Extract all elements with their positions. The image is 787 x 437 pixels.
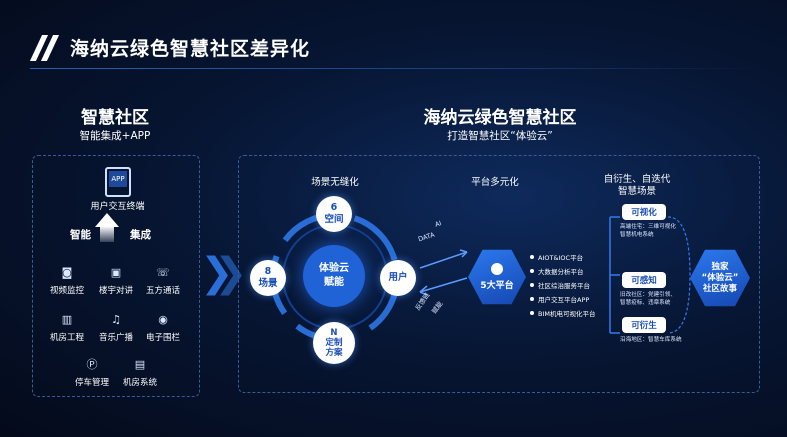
right-panel xyxy=(238,155,760,393)
left-subheading: 智能集成+APP xyxy=(79,130,151,142)
grid-item-server: ▤机房系统 xyxy=(122,358,157,388)
tablet-label: APP xyxy=(109,171,127,187)
title-divider xyxy=(30,68,760,69)
fence-icon: ◉ xyxy=(158,313,168,326)
grid-item-intercom: ▣楼宇对讲 xyxy=(98,266,133,296)
bracket-lines xyxy=(609,216,691,334)
list-item: 用户交互平台APP xyxy=(530,294,610,304)
section-evolving: 自衍生、自迭代 智慧场景 xyxy=(603,174,671,197)
list-item: 社区综治服务平台 xyxy=(530,280,610,290)
left-heading: 智慧社区 xyxy=(81,108,149,128)
page-title: 海纳云绿色智慧社区差异化 xyxy=(70,38,311,60)
center-circle: 体验云 赋能 xyxy=(303,245,365,307)
section-seamless: 场景无缝化 xyxy=(311,177,359,188)
node-user: 用户 xyxy=(380,260,416,296)
right-subheading: 打造智慧社区“体验云” xyxy=(447,130,553,142)
grid-item-speaker: ♫音乐广播 xyxy=(98,313,133,343)
list-item: BIM机电可视化平台 xyxy=(530,308,610,318)
right-heading: 海纳云绿色智慧社区 xyxy=(423,108,577,128)
chevron-right-icon: ❯ xyxy=(200,250,234,296)
camera-icon: ◙ xyxy=(61,266,73,279)
grid-item-camera: ◙视频监控 xyxy=(49,266,84,296)
speaker-icon: ♫ xyxy=(111,313,121,326)
building-icon: ▥ xyxy=(61,313,73,326)
grid-item-building: ▥机房工程 xyxy=(49,313,84,343)
parking-icon: Ⓟ xyxy=(86,358,98,371)
title-bar: 海纳云绿色智慧社区差异化 xyxy=(29,34,311,61)
capability-derive: 可衍生 xyxy=(622,317,666,333)
slash-icon xyxy=(29,34,60,61)
capability-sense-desc: 旧改社区：党建引领、 智慧疫标、违章系统 xyxy=(620,292,676,306)
node-scenes: 8 场景 xyxy=(250,260,286,296)
list-item: 大数据分析平台 xyxy=(530,266,610,276)
capability-visual-desc: 高端住宅：三维可视化 智慧机电系统 xyxy=(620,224,676,238)
node-custom: N 定制 方案 xyxy=(313,322,355,364)
terminal-label: 用户交互终端 xyxy=(90,202,145,212)
capability-derive-desc: 沿海地区：智慧车库系统 xyxy=(620,337,682,343)
grid-item-fence: ◉电子围栏 xyxy=(145,313,180,343)
phone-icon: ☏ xyxy=(156,266,170,279)
grid-item-phone: ☏五方通话 xyxy=(145,266,180,296)
node-space: 6 空间 xyxy=(316,196,352,232)
intercom-icon: ▣ xyxy=(110,266,122,279)
label-smart: 智能 xyxy=(70,229,91,241)
arrow-stem xyxy=(100,226,114,242)
arrow-up-icon xyxy=(95,213,119,227)
label-integrate: 集成 xyxy=(130,229,151,241)
story-hex: 独家 “体验云” 社区故事 xyxy=(690,249,750,307)
platform-label: 5大平台 xyxy=(480,281,514,291)
chevron-right-icon: ❯ xyxy=(214,250,248,296)
platform-list: AIOT&IOC平台 大数据分析平台 社区综治服务平台 用户交互平台APP BI… xyxy=(530,252,610,318)
server-icon: ▤ xyxy=(134,358,146,371)
list-item: AIOT&IOC平台 xyxy=(530,252,610,262)
capability-sense: 可感知 xyxy=(622,272,666,288)
flow-arrows xyxy=(419,249,468,296)
section-platforms: 平台多元化 xyxy=(471,177,519,188)
left-panel xyxy=(32,155,200,397)
capability-visual: 可视化 xyxy=(622,204,666,220)
tablet-icon: APP xyxy=(105,167,131,197)
user-icon xyxy=(491,263,503,275)
